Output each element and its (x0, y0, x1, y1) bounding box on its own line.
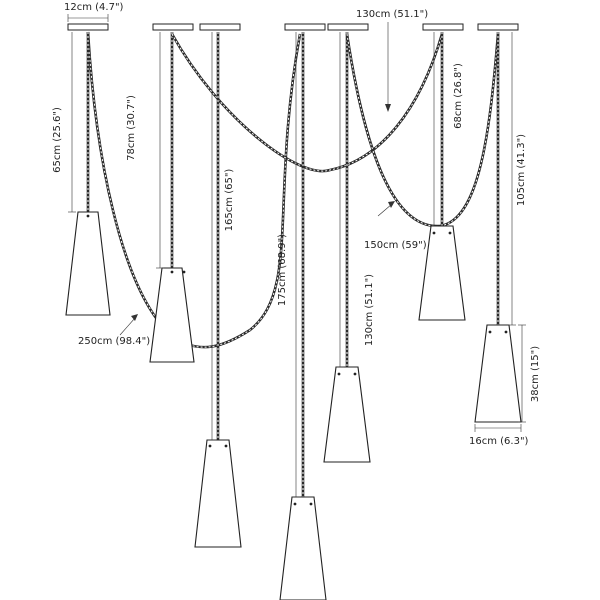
chain-swag-250 (86, 31, 302, 349)
label-drop-78: 78cm (30.7") (126, 95, 137, 161)
label-shade-width: 16cm (6.3") (469, 436, 529, 447)
pendant-7 (474, 324, 522, 423)
dimension-labels: 12cm (4.7") 65cm (25.6") 78cm (30.7") 16… (52, 2, 541, 447)
pendant-6 (418, 225, 466, 321)
canopy-4 (284, 23, 326, 31)
label-drop-68: 68cm (26.8") (453, 63, 464, 129)
pendant-3 (194, 439, 242, 548)
pendant-1 (65, 211, 111, 316)
dimension-lines (67, 14, 526, 498)
canopies (67, 23, 519, 31)
pendant-shades (65, 211, 522, 600)
canopy-1 (67, 23, 109, 31)
label-swag-130: 130cm (51.1") (356, 9, 428, 20)
label-drop-165: 165cm (65") (224, 169, 235, 232)
pendant-2 (149, 267, 195, 363)
label-drop-130: 130cm (51.1") (364, 274, 375, 346)
chain-swag-150 (345, 33, 500, 228)
chain-swag-130 (170, 33, 444, 173)
canopy-2 (152, 23, 194, 31)
chains (86, 31, 500, 497)
label-swag-250: 250cm (98.4") (78, 336, 150, 347)
label-drop-65: 65cm (25.6") (52, 107, 63, 173)
canopy-3 (199, 23, 241, 31)
label-swag-150: 150cm (59") (364, 240, 427, 251)
label-drop-105: 105cm (41.3") (516, 134, 527, 206)
canopy-5 (327, 23, 369, 31)
pendant-4 (279, 496, 327, 600)
canopy-6 (422, 23, 464, 31)
label-canopy-width: 12cm (4.7") (64, 2, 124, 13)
label-shade-height: 38cm (15") (530, 346, 541, 402)
canopy-7 (477, 23, 519, 31)
pendant-5 (323, 366, 371, 463)
label-drop-175: 175cm (68.9") (277, 234, 288, 306)
